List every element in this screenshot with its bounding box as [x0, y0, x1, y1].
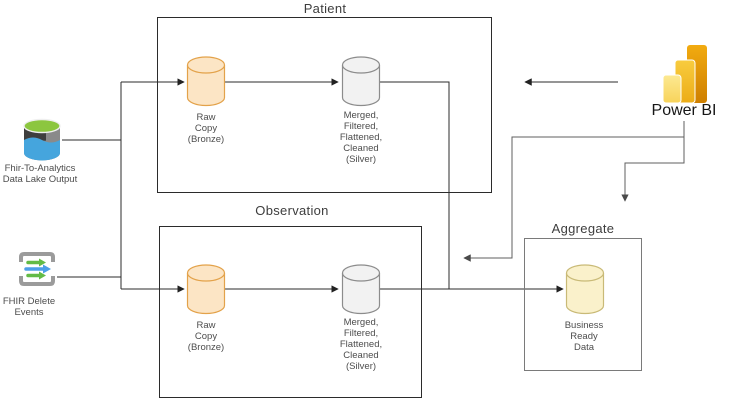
power-bi-logo-icon [663, 45, 707, 103]
patient-bronze-label: Raw Copy (Bronze) [187, 112, 225, 145]
power-bi-label: Power BI [651, 102, 717, 119]
fhir-delete-events-icon [19, 252, 55, 286]
observation-silver-cylinder-icon [341, 264, 381, 315]
aggregate-gold-cylinder-icon [565, 264, 605, 315]
edge-patient-silver-down-merge [380, 81, 450, 289]
aggregate-group-box [524, 238, 642, 371]
edge-powerbi-to-aggregate [621, 121, 685, 202]
data-lake-label: Fhir-To-Analytics Data Lake Output [2, 163, 78, 185]
observation-silver-label: Merged, Filtered, Flattened, Cleaned (Si… [339, 317, 383, 372]
patient-group-title: Patient [303, 1, 347, 16]
observation-group-box [159, 226, 422, 398]
patient-silver-label: Merged, Filtered, Flattened, Cleaned (Si… [339, 110, 383, 165]
fhir-delete-events-label: FHIR Delete Events [2, 296, 56, 318]
observation-bronze-label: Raw Copy (Bronze) [187, 320, 225, 353]
aggregate-business-label: Business Ready Data [564, 320, 604, 353]
patient-silver-cylinder-icon [341, 56, 381, 107]
patient-bronze-cylinder-icon [186, 56, 226, 107]
observation-group-title: Observation [255, 203, 329, 218]
patient-group-box [157, 17, 492, 193]
edge-powerbi-to-silver [463, 136, 684, 262]
aggregate-group-title: Aggregate [551, 221, 615, 236]
data-lake-icon [23, 118, 61, 161]
observation-bronze-cylinder-icon [186, 264, 226, 315]
